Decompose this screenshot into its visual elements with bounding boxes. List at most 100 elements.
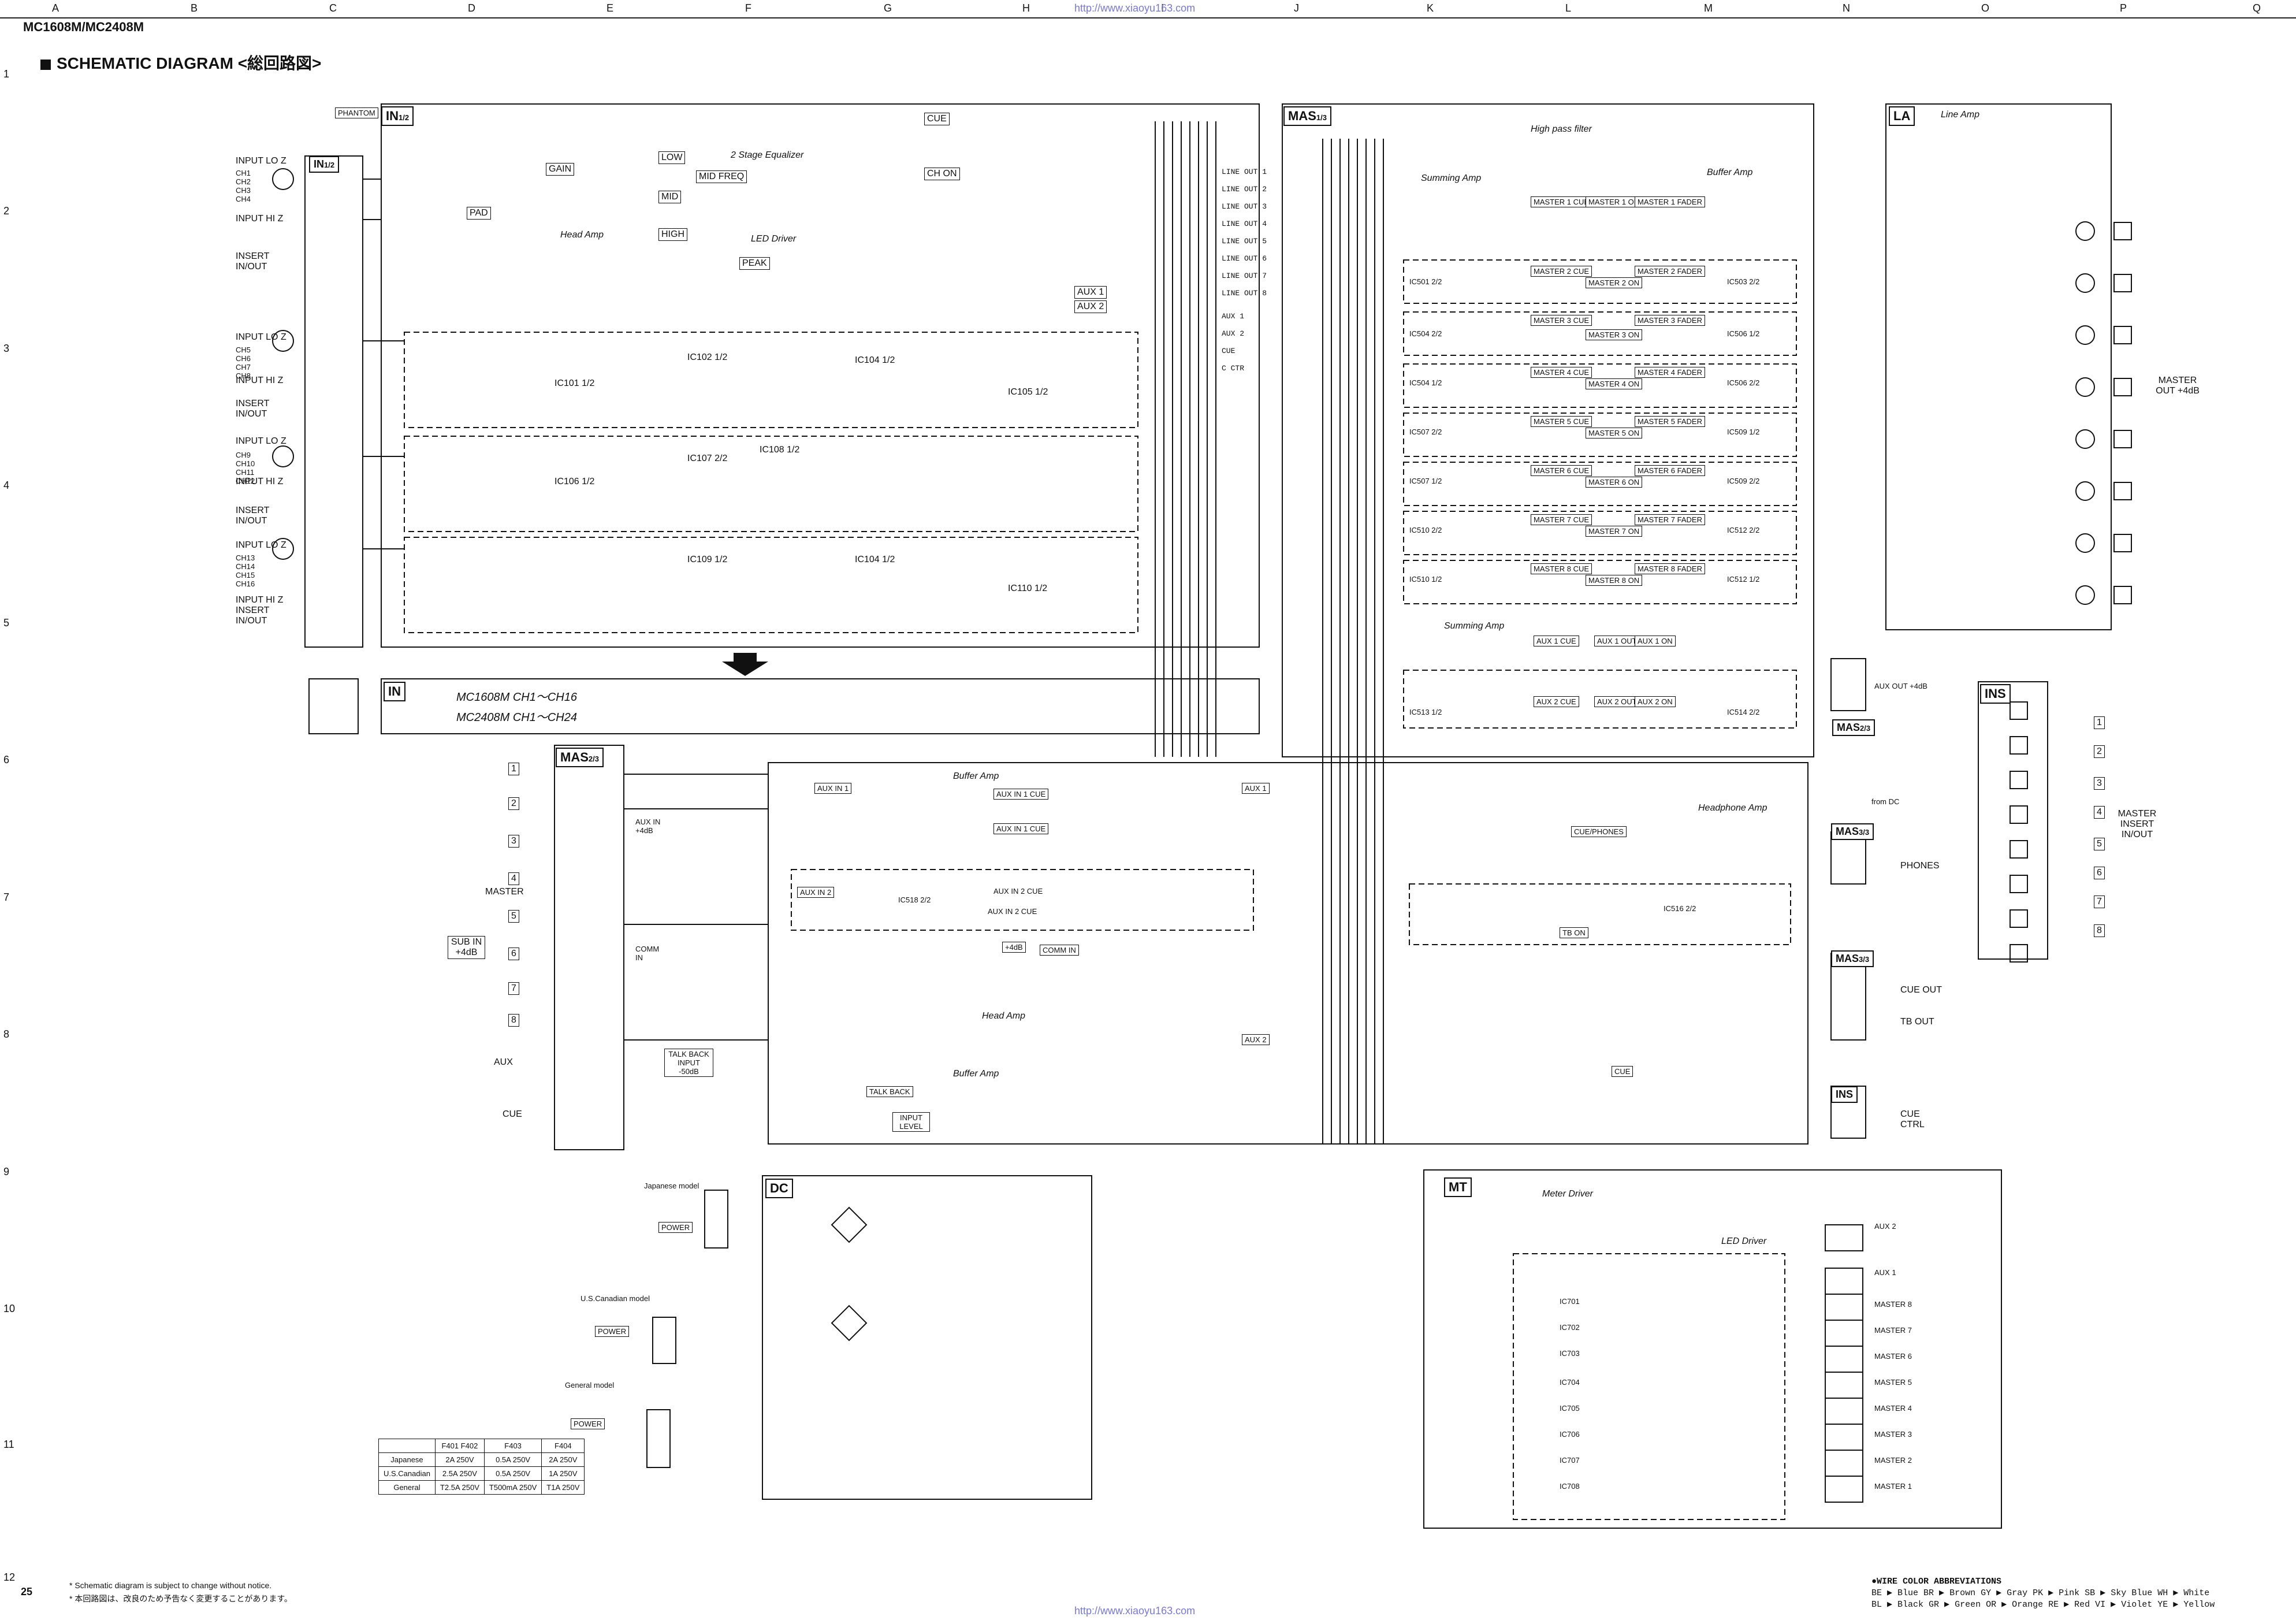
ch-group-a: CH1 CH2 CH3 CH4: [236, 169, 251, 203]
fuse-head: F403: [483, 1439, 542, 1453]
col-label: G: [884, 2, 892, 14]
sub-num: 7: [508, 982, 519, 995]
ic516-label: IC516 2/2: [1664, 904, 1696, 913]
mt-tag: MT: [1444, 1177, 1472, 1197]
row-label: 5: [3, 617, 10, 629]
master-insert-label: MASTER INSERT IN/OUT: [2118, 809, 2157, 839]
input-level-label: INPUT LEVEL: [892, 1112, 930, 1132]
page-number: 25: [21, 1586, 33, 1597]
sub-num: 2: [508, 797, 519, 810]
master-group-label: MASTER: [485, 887, 524, 897]
mt-ic: IC706: [1560, 1430, 1580, 1439]
phones-label: PHONES: [1900, 861, 1940, 871]
master7-cue: MASTER 7 CUE: [1531, 514, 1592, 525]
power-switch-gen: POWER: [571, 1418, 605, 1429]
sub-num: 4: [508, 872, 519, 885]
tb-on-label: TB ON: [1560, 927, 1588, 938]
mt-ic: IC708: [1560, 1482, 1580, 1491]
fuse-cell: 2A 250V: [541, 1452, 585, 1467]
mt-ic: IC705: [1560, 1404, 1580, 1413]
master5-cue: MASTER 5 CUE: [1531, 416, 1592, 427]
in-block-tag: IN1/2: [381, 106, 414, 126]
mas33-tag-b-frac: 3/3: [1859, 955, 1870, 964]
ic518-label: IC518 2/2: [898, 896, 931, 904]
mt-ic: IC701: [1560, 1297, 1580, 1306]
sub-num: 5: [508, 910, 519, 923]
ins-num: 8: [2094, 924, 2105, 937]
la-tag: LA: [1889, 106, 1915, 126]
input-lo-label: INPUT LO Z: [236, 436, 286, 446]
phantom-label: PHANTOM: [335, 107, 378, 118]
col-label: E: [606, 2, 614, 14]
col-label: J: [1294, 2, 1299, 14]
col-label: I: [1161, 2, 1164, 14]
cue-phones-label: CUE/PHONES: [1571, 826, 1627, 837]
input-lo-label: INPUT LO Z: [236, 332, 286, 342]
aux-in2-cue-label-b: AUX IN 2 CUE: [988, 907, 1037, 916]
eq-label: 2 Stage Equalizer: [731, 150, 804, 160]
fuse-cell: 0.5A 250V: [483, 1452, 542, 1467]
insert-label: INSERT IN/OUT: [236, 251, 270, 272]
pad-label: PAD: [467, 207, 491, 220]
summing-amp-label: Summing Amp: [1421, 173, 1482, 183]
in-jack-tag-frac: 1/2: [324, 161, 335, 169]
fuse-cell: Japanese: [378, 1452, 436, 1467]
master5-fader: MASTER 5 FADER: [1635, 416, 1705, 427]
meter-driver-label: Meter Driver: [1542, 1189, 1594, 1199]
ic-label: IC105 1/2: [1008, 387, 1048, 397]
low-label: LOW: [658, 151, 686, 164]
sub-num: 1: [508, 763, 519, 775]
meter-label: MASTER 5: [1874, 1378, 1912, 1387]
fuse-cell: 0.5A 250V: [483, 1466, 542, 1481]
col-label: K: [1427, 2, 1434, 14]
ic-label: IC104 1/2: [855, 555, 895, 564]
col-label: L: [1565, 2, 1572, 14]
master8-cue: MASTER 8 CUE: [1531, 563, 1592, 574]
master2-fader: MASTER 2 FADER: [1635, 266, 1705, 277]
master-ic: IC501 2/2: [1409, 277, 1442, 286]
ic-label: IC110 1/2: [1008, 584, 1048, 593]
input-hi-label: INPUT HI Z: [236, 595, 284, 605]
aux-tab: AUX 2: [1242, 1034, 1270, 1045]
wire-color-row: BE ▶ Blue BR ▶ Brown GY ▶ Gray PK ▶ Pink…: [1871, 1588, 2210, 1598]
input-hi-label: INPUT HI Z: [236, 477, 284, 486]
sub-num: 6: [508, 948, 519, 960]
watermark-url-bottom: http://www.xiaoyu163.com: [1074, 1605, 1196, 1617]
ic513-label: IC513 1/2: [1409, 708, 1442, 716]
aux-out-level: AUX OUT +4dB: [1874, 682, 1927, 690]
mid-freq-label: MID FREQ: [696, 170, 747, 183]
mt-ic: IC707: [1560, 1456, 1580, 1465]
master-ic: IC512 1/2: [1727, 575, 1760, 584]
fuse-cell: T1A 250V: [541, 1480, 585, 1495]
aux2-cue: AUX 2 CUE: [1534, 696, 1579, 707]
master7-fader: MASTER 7 FADER: [1635, 514, 1705, 525]
bus-label: C CTR: [1222, 364, 1245, 373]
master4-on: MASTER 4 ON: [1586, 378, 1643, 389]
ic-label: IC104 1/2: [855, 355, 895, 365]
fuse-head: F401 F402: [434, 1439, 485, 1453]
master7-on: MASTER 7 ON: [1586, 526, 1643, 537]
meter-label: MASTER 3: [1874, 1430, 1912, 1439]
master-ic: IC512 2/2: [1727, 526, 1760, 534]
master-ic: IC507 2/2: [1409, 428, 1442, 436]
aux-in2-label: AUX IN 2: [797, 887, 835, 898]
tb-out-label: TB OUT: [1900, 1017, 1934, 1027]
us-canadian-label: U.S.Canadian model: [580, 1294, 650, 1303]
ins-small-tag: INS: [1831, 1086, 1858, 1103]
insert-label: INSERT IN/OUT: [236, 399, 270, 419]
col-label: A: [52, 2, 59, 14]
high-label: HIGH: [658, 228, 687, 241]
mas33-tag-a-frac: 3/3: [1859, 828, 1870, 837]
input-lo-label: INPUT LO Z: [236, 540, 286, 550]
aux2-label: AUX 2: [1074, 300, 1107, 313]
mas13-tag-text: MAS: [1288, 109, 1316, 123]
master-ic: IC506 2/2: [1727, 378, 1760, 387]
power-switch-jp: POWER: [658, 1222, 693, 1233]
col-label: P: [2120, 2, 2127, 14]
in-tag-text: IN: [386, 109, 399, 123]
sub-num: 8: [508, 1014, 519, 1027]
mas23-small-tag-frac: 2/3: [1860, 724, 1871, 733]
ins-num: 5: [2094, 838, 2105, 850]
aux-in-label: AUX IN +4dB: [635, 818, 661, 835]
mas13-tag: MAS1/3: [1283, 106, 1331, 126]
